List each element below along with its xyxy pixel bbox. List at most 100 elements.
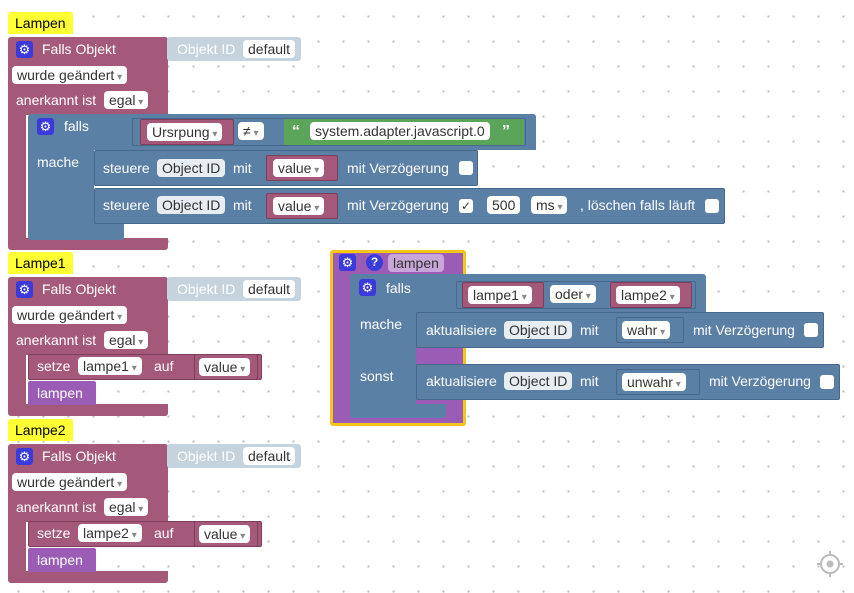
if-block-rail <box>28 148 94 228</box>
else-label: sonst <box>360 368 394 384</box>
ack-dropdown[interactable]: egal <box>104 331 149 349</box>
string-value[interactable]: system.adapter.javascript.0 <box>310 122 490 140</box>
function-name-input[interactable]: lampen <box>388 254 444 272</box>
ack-label: anerkannt ist <box>16 499 97 515</box>
delay-label: mit Verzögerung <box>709 373 811 389</box>
value-dropdown[interactable]: value <box>273 159 325 177</box>
event-block-left-rail <box>8 352 26 408</box>
control-label: steuere <box>103 160 150 176</box>
control-block-2[interactable] <box>94 188 725 224</box>
clear-running-label: , löschen falls läuft <box>580 197 696 213</box>
boolean-dropdown[interactable]: wahr <box>622 321 671 339</box>
to-label: auf <box>154 525 174 541</box>
object-id-input[interactable]: Objekt ID default <box>167 444 301 468</box>
origin-block[interactable]: Ursrpung <box>140 119 234 145</box>
change-type-dropdown[interactable]: wurde geändert <box>12 66 128 84</box>
do-label: mache <box>360 316 403 332</box>
control-label: steuere <box>103 197 150 213</box>
trigger-label: Falls Objekt <box>42 281 116 297</box>
value-dropdown[interactable]: value <box>199 525 251 543</box>
set-label: setze <box>37 358 71 374</box>
gear-icon[interactable]: ⚙ <box>339 254 356 271</box>
gear-icon[interactable]: ⚙ <box>37 118 54 135</box>
delay-checkbox[interactable] <box>820 375 834 389</box>
if-label: falls <box>64 118 89 134</box>
variable-dropdown[interactable]: lampe1 <box>468 286 532 304</box>
with-label: mit <box>233 160 252 176</box>
gear-icon[interactable]: ⚙ <box>16 281 33 298</box>
event-block-left-rail <box>8 519 26 575</box>
with-label: mit <box>233 197 252 213</box>
with-label: mit <box>580 322 599 338</box>
delay-checkbox-checked[interactable]: ✓ <box>459 199 473 213</box>
event-block-footer <box>8 571 168 583</box>
variable-block[interactable]: lampe2 <box>610 282 692 308</box>
boolean-dropdown[interactable]: unwahr <box>622 373 686 391</box>
object-id-value[interactable]: default <box>243 40 296 58</box>
change-type-dropdown[interactable]: wurde geändert <box>12 473 128 491</box>
delay-unit-dropdown[interactable]: ms <box>531 196 568 214</box>
event-block-footer <box>8 404 168 416</box>
comment-note-lampe2[interactable]: Lampe2 <box>8 419 73 441</box>
value-block[interactable]: value <box>194 354 258 380</box>
help-icon[interactable]: ? <box>366 254 383 271</box>
ack-dropdown[interactable]: egal <box>104 498 149 516</box>
object-id-input[interactable]: Objekt ID default <box>167 37 301 61</box>
value-block[interactable]: value <box>266 193 338 219</box>
delay-label: mit Verzögerung <box>347 160 449 176</box>
value-block[interactable]: value <box>266 155 338 181</box>
if-else-footer <box>350 404 446 418</box>
object-id-label: Objekt ID <box>177 281 236 297</box>
delay-checkbox[interactable] <box>459 161 473 175</box>
clear-running-checkbox[interactable] <box>705 199 719 213</box>
gear-icon[interactable]: ⚙ <box>359 279 376 296</box>
object-id-input[interactable]: Objekt ID default <box>167 277 301 301</box>
close-quote-icon: ” <box>502 123 510 140</box>
object-id-label: Objekt ID <box>177 41 236 57</box>
delay-value-input[interactable]: 500 <box>487 196 521 214</box>
object-id-field[interactable]: Object ID <box>504 321 573 339</box>
if-else-rail <box>350 310 416 414</box>
value-block[interactable]: value <box>194 521 258 547</box>
gear-icon[interactable]: ⚙ <box>16 41 33 58</box>
boolean-block[interactable]: unwahr <box>616 369 700 395</box>
if-block-footer <box>28 222 124 240</box>
call-function-block[interactable]: lampen <box>28 381 96 405</box>
object-id-field[interactable]: Object ID <box>157 159 226 177</box>
trigger-label: Falls Objekt <box>42 41 116 57</box>
variable-block[interactable]: lampe1 <box>462 282 544 308</box>
comment-note-lampe1[interactable]: Lampe1 <box>8 252 73 274</box>
ack-label: anerkannt ist <box>16 92 97 108</box>
string-block[interactable]: “ system.adapter.javascript.0 ” <box>284 119 524 145</box>
to-label: auf <box>154 358 174 374</box>
object-id-field[interactable]: Object ID <box>157 196 226 214</box>
trigger-label: Falls Objekt <box>42 448 116 464</box>
value-dropdown[interactable]: value <box>199 358 251 376</box>
update-label: aktualisiere <box>426 373 497 389</box>
call-function-label: lampen <box>37 385 83 401</box>
delay-checkbox[interactable] <box>804 323 818 337</box>
object-id-value[interactable]: default <box>243 280 296 298</box>
value-dropdown[interactable]: value <box>273 197 325 215</box>
event-block-left-rail <box>8 112 26 244</box>
logic-operator-dropdown[interactable]: oder <box>550 285 596 303</box>
boolean-block[interactable]: wahr <box>616 317 684 343</box>
object-id-value[interactable]: default <box>243 447 296 465</box>
object-id-label: Objekt ID <box>177 448 236 464</box>
operator-dropdown[interactable]: ≠ <box>238 122 264 140</box>
crosshair-target-icon[interactable] <box>816 550 844 578</box>
delay-label: mit Verzögerung <box>347 197 449 213</box>
ack-label: anerkannt ist <box>16 332 97 348</box>
call-function-block[interactable]: lampen <box>28 548 96 572</box>
object-id-field[interactable]: Object ID <box>504 372 573 390</box>
ack-dropdown[interactable]: egal <box>104 91 149 109</box>
origin-dropdown[interactable]: Ursrpung <box>147 123 223 141</box>
change-type-dropdown[interactable]: wurde geändert <box>12 306 128 324</box>
variable-dropdown[interactable]: lampe2 <box>78 524 142 542</box>
gear-icon[interactable]: ⚙ <box>16 448 33 465</box>
variable-dropdown[interactable]: lampe1 <box>78 357 142 375</box>
comment-note-lampen[interactable]: Lampen <box>8 12 73 34</box>
if-label: falls <box>386 280 411 296</box>
set-label: setze <box>37 525 71 541</box>
variable-dropdown[interactable]: lampe2 <box>616 286 680 304</box>
